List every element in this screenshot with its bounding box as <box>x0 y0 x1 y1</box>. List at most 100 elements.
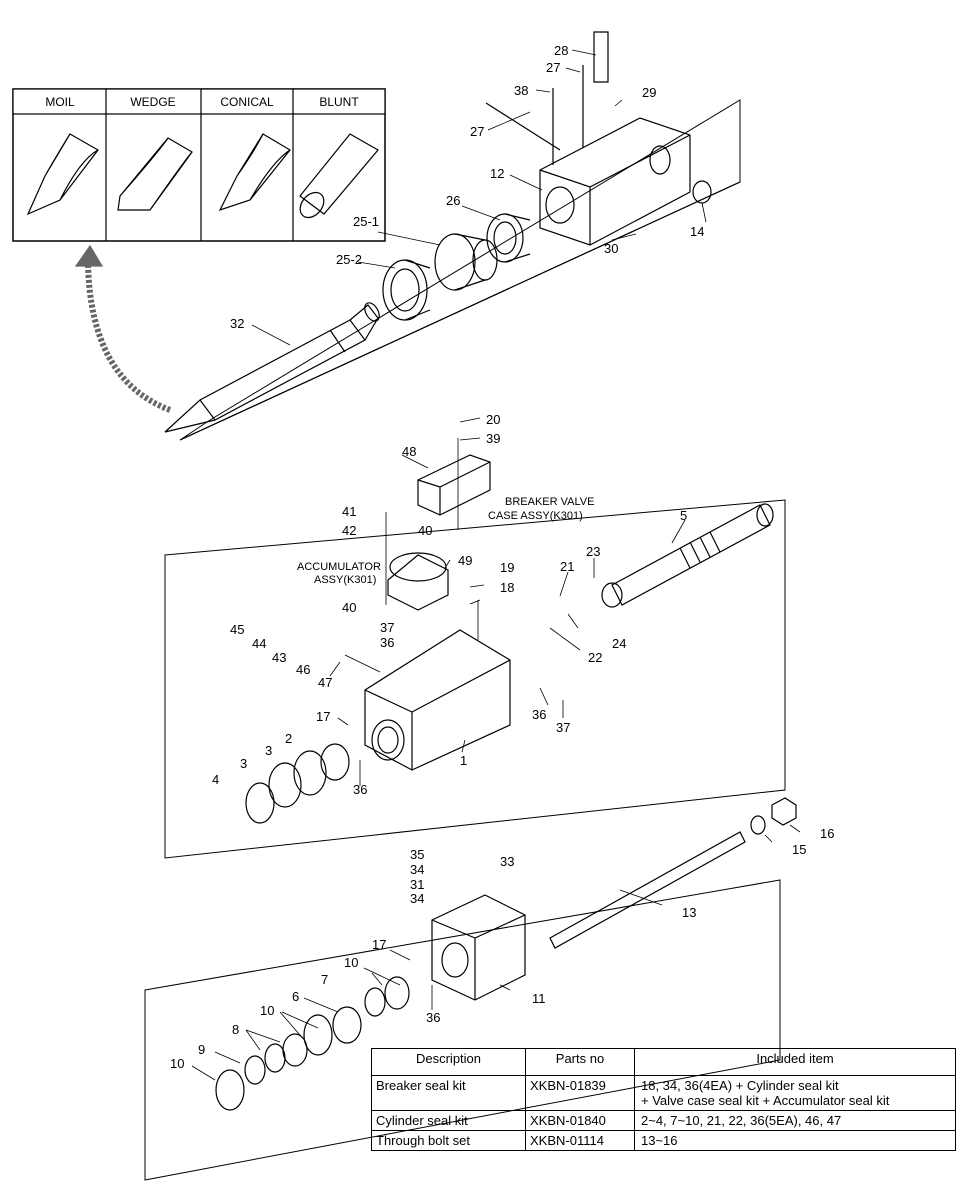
row-description: Breaker seal kit <box>371 1075 526 1111</box>
part-label: 46 <box>296 662 310 677</box>
part-label: 48 <box>402 444 416 459</box>
included-line: + Valve case seal kit + Accumulator seal… <box>641 1093 890 1108</box>
included-line: 18, 34, 36(4EA) + Cylinder seal kit <box>641 1078 839 1093</box>
part-label: 32 <box>230 316 244 331</box>
part-label: 24 <box>612 636 626 651</box>
assembly-annotations: BREAKER VALVE CASE ASSY(K301) ACCUMULATO… <box>297 496 594 586</box>
seal-10c <box>215 1069 245 1111</box>
seal-3b <box>268 762 302 808</box>
seal-10b <box>303 1014 333 1056</box>
table-row: Breaker seal kit XKBN-01839 18, 34, 36(4… <box>371 1075 956 1111</box>
part-label: 27 <box>546 60 560 75</box>
tool-panel <box>12 88 386 242</box>
upper-plane <box>179 99 741 441</box>
moil-tool-icon <box>26 133 99 216</box>
seal-15 <box>750 815 766 835</box>
part-label: 36 <box>353 782 367 797</box>
part-label: 18 <box>500 580 514 595</box>
part-label: 27 <box>470 124 484 139</box>
description-header: Description <box>371 1048 526 1076</box>
part-label: 44 <box>252 636 266 651</box>
part-label: 17 <box>372 937 386 952</box>
part-label: 29 <box>642 85 656 100</box>
row-included: 18, 34, 36(4EA) + Cylinder seal kit + Va… <box>634 1075 956 1111</box>
included-line: 2~4, 7~10, 21, 22, 36(5EA), 46, 47 <box>641 1113 842 1128</box>
part-label: 35 <box>410 847 424 862</box>
part-label: 49 <box>458 553 472 568</box>
bush-25-1 <box>434 233 476 291</box>
part-label: 36 <box>532 707 546 722</box>
header-wedge: WEDGE <box>130 95 175 109</box>
part-label: 10 <box>170 1056 184 1071</box>
part-number-labels: 28 27 38 29 27 12 14 30 26 25-1 25-2 32 … <box>170 43 834 1071</box>
part-label: 25-1 <box>353 214 379 229</box>
part-label: 13 <box>682 905 696 920</box>
part-label: 36 <box>426 1010 440 1025</box>
part-label: 9 <box>198 1042 205 1057</box>
part-label: 38 <box>514 83 528 98</box>
conical-tool-icon <box>218 133 291 212</box>
row-included: 13~16 <box>634 1130 956 1151</box>
row-parts-no: XKBN-01839 <box>525 1075 635 1111</box>
part-label: 30 <box>604 241 618 256</box>
part-label: 36 <box>380 635 394 650</box>
row-parts-no: XKBN-01114 <box>525 1130 635 1151</box>
part-label: 11 <box>532 991 546 1006</box>
part-label: 21 <box>560 559 574 574</box>
part-label: 7 <box>321 972 328 987</box>
part-label: 42 <box>342 523 356 538</box>
parts-no-header: Parts no <box>525 1048 635 1076</box>
front-head-block <box>539 117 691 246</box>
table-row: Cylinder seal kit XKBN-01840 2~4, 7~10, … <box>371 1110 956 1131</box>
part-label: 23 <box>586 544 600 559</box>
part-label: 39 <box>486 431 500 446</box>
part-label: 25-2 <box>336 252 362 267</box>
wedge-tool-icon <box>117 137 193 211</box>
seal-10a <box>384 976 410 1010</box>
breaker-valve-label-1: BREAKER VALVE <box>505 496 594 508</box>
part-label: 16 <box>820 826 834 841</box>
table-header-row: Description Parts no Included item <box>371 1048 956 1076</box>
part-label: 3 <box>240 756 247 771</box>
seal-2 <box>320 743 350 781</box>
part-label: 20 <box>486 412 500 427</box>
accumulator-label-2: ASSY(K301) <box>314 574 376 586</box>
row-description: Through bolt set <box>371 1130 526 1151</box>
part-label: 31 <box>410 877 424 892</box>
valve-case <box>417 454 491 516</box>
part-label: 17 <box>316 709 330 724</box>
accumulator-label-1: ACCUMULATOR <box>297 561 381 573</box>
back-head-block <box>431 894 526 1001</box>
part-label: 4 <box>212 772 219 787</box>
seal-7 <box>364 987 386 1017</box>
chisel-part <box>164 302 380 433</box>
nut-16 <box>771 797 797 826</box>
part-label: 43 <box>272 650 286 665</box>
bush-26 <box>486 213 524 263</box>
part-label: 22 <box>588 650 602 665</box>
breaker-valve-label-2: CASE ASSY(K301) <box>488 510 583 522</box>
part-label: 3 <box>265 743 272 758</box>
part-label: 10 <box>344 955 358 970</box>
seal-8b <box>264 1043 286 1073</box>
part-label: 37 <box>380 620 394 635</box>
row-description: Cylinder seal kit <box>371 1110 526 1131</box>
part-label: 41 <box>342 504 356 519</box>
seal-3a <box>293 750 327 796</box>
header-blunt: BLUNT <box>319 95 359 109</box>
cylinder-block <box>364 629 511 771</box>
part-label: 6 <box>292 989 299 1004</box>
table-row: Through bolt set XKBN-01114 13~16 <box>371 1130 956 1151</box>
part-label: 40 <box>418 523 432 538</box>
part-label: 26 <box>446 193 460 208</box>
blunt-tool-icon <box>299 133 379 215</box>
part-label: 47 <box>318 675 332 690</box>
seal-kit-table: Description Parts no Included item Break… <box>371 1048 956 1151</box>
part-label: 40 <box>342 600 356 615</box>
through-bolt <box>549 831 746 949</box>
row-included: 2~4, 7~10, 21, 22, 36(5EA), 46, 47 <box>634 1110 956 1131</box>
header-conical: CONICAL <box>220 95 274 109</box>
curved-arrow-icon <box>85 261 172 413</box>
part-label: 34 <box>410 891 424 906</box>
part-label: 12 <box>490 166 504 181</box>
